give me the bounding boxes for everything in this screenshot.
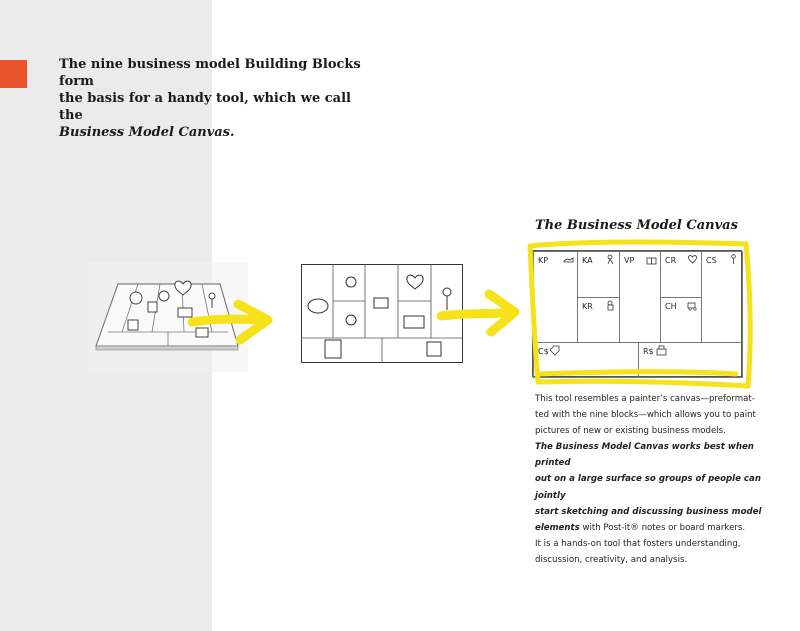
business-model-canvas: KP KA KR VP CR CH CS C$ R$ xyxy=(532,250,742,377)
desc-emphasis-3: start sketching and discussing business … xyxy=(535,504,775,520)
cash-register-icon xyxy=(656,345,667,356)
kr-label: KR xyxy=(582,302,593,311)
intro-line-1: The nine business model Building Blocks … xyxy=(59,56,369,90)
truck-icon xyxy=(687,300,698,311)
block-customer-relationships: CR xyxy=(660,251,702,298)
canvas-title: The Business Model Canvas xyxy=(535,218,738,233)
cost-label: C$ xyxy=(538,347,549,356)
handshake-icon xyxy=(563,254,574,265)
kp-label: KP xyxy=(538,256,548,265)
rev-label: R$ xyxy=(643,347,654,356)
block-revenue-streams: R$ xyxy=(638,342,743,378)
desc-line-4-tail: with Post-it® notes or board markers. xyxy=(580,523,745,533)
yellow-arrow-2-icon xyxy=(437,286,523,338)
vp-label: VP xyxy=(624,256,634,265)
intro-line-2: the basis for a handy tool, which we cal… xyxy=(59,90,369,124)
orange-page-marker xyxy=(0,60,27,88)
block-customer-segments: CS xyxy=(701,251,743,343)
block-cost-structure: C$ xyxy=(533,342,639,378)
desc-line-6: discussion, creativity, and analysis. xyxy=(535,552,775,568)
person-icon xyxy=(728,254,739,265)
block-key-resources: KR xyxy=(577,297,620,343)
desc-line-5: It is a hands-on tool that fosters under… xyxy=(535,536,775,552)
intro-text: The nine business model Building Blocks … xyxy=(59,56,369,141)
desc-line-2: ted with the nine blocks—which allows yo… xyxy=(535,407,775,423)
desc-line-3: pictures of new or existing business mod… xyxy=(535,423,775,439)
cr-label: CR xyxy=(665,256,676,265)
canvas-description: This tool resembles a painter’s canvas—p… xyxy=(535,391,775,568)
gift-icon xyxy=(646,254,657,265)
block-key-partners: KP xyxy=(533,251,578,343)
resource-worker-icon xyxy=(605,300,616,311)
heart-icon xyxy=(687,254,698,265)
block-value-propositions: VP xyxy=(619,251,661,343)
cs-label: CS xyxy=(706,256,717,265)
intro-line-3: Business Model Canvas. xyxy=(59,124,369,141)
block-channels: CH xyxy=(660,297,702,343)
worker-icon xyxy=(605,254,616,265)
desc-emphasis-4: elements xyxy=(535,523,580,533)
price-tag-icon xyxy=(549,345,560,356)
desc-line-4: elements with Post-it® notes or board ma… xyxy=(535,520,775,536)
desc-emphasis-2: out on a large surface so groups of peop… xyxy=(535,471,775,503)
desc-line-1: This tool resembles a painter’s canvas—p… xyxy=(535,391,775,407)
desc-emphasis-1: The Business Model Canvas works best whe… xyxy=(535,439,775,471)
yellow-arrow-1-icon xyxy=(188,296,278,346)
ch-label: CH xyxy=(665,302,677,311)
block-key-activities: KA xyxy=(577,251,620,298)
ka-label: KA xyxy=(582,256,593,265)
